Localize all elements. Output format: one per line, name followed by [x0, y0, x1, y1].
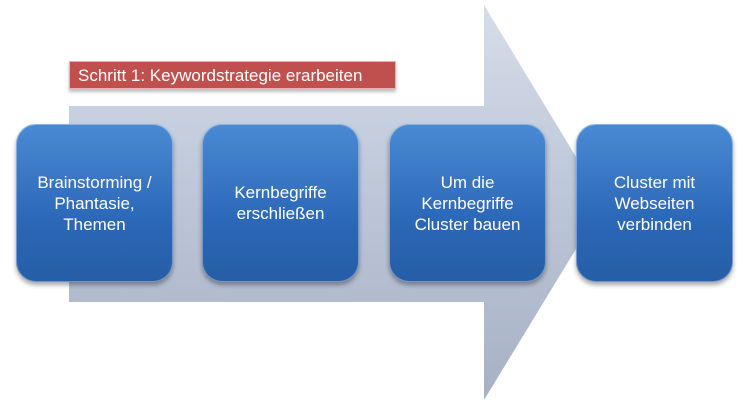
step-box-kernbegriffe: Kernbegriffe erschließen — [202, 124, 359, 282]
step-box-brainstorming: Brainstorming / Phantasie, Themen — [16, 124, 173, 282]
step-title-label: Schritt 1: Keywordstrategie erarbeiten — [69, 61, 396, 89]
step-box-webseiten: Cluster mit Webseiten verbinden — [576, 124, 733, 282]
step-box-cluster: Um die Kernbegriffe Cluster bauen — [389, 124, 546, 282]
